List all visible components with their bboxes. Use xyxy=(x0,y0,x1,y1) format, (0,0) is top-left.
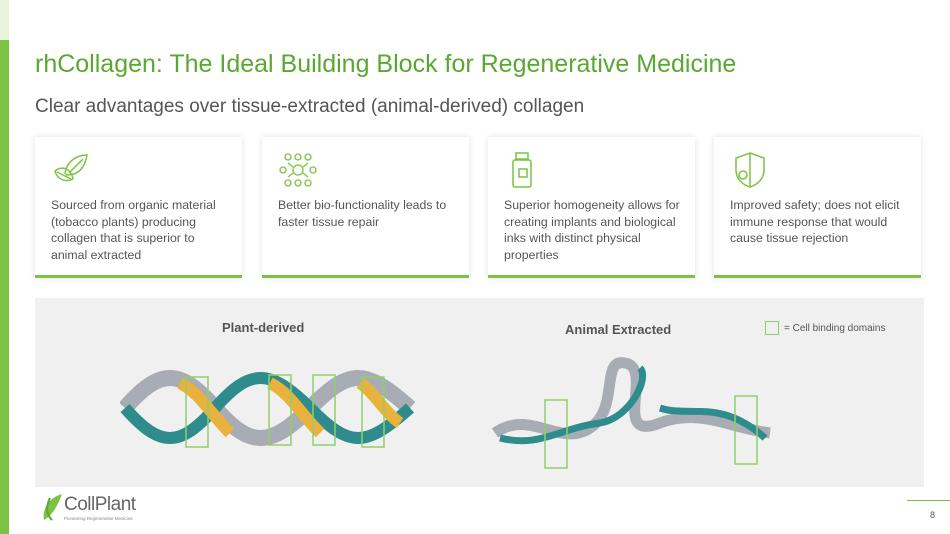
card-text: Superior homogeneity allows for creating… xyxy=(504,198,680,262)
logo-leaf-icon xyxy=(43,494,62,521)
page-number: 8 xyxy=(930,510,936,520)
leaf-icon xyxy=(54,154,88,182)
plant-derived-label: Plant-derived xyxy=(222,320,305,335)
card-text: Sourced from organic material (tobacco p… xyxy=(51,198,216,262)
card-sourcing: Sourced from organic material (tobacco p… xyxy=(35,137,242,278)
accent-bar xyxy=(0,0,9,534)
comparison-panel: Plant-derived Animal Extracted = Cell bi… xyxy=(35,298,924,487)
legend-box-icon xyxy=(765,321,779,335)
legend-text: = Cell binding domains xyxy=(784,322,886,334)
animal-extracted-label: Animal Extracted xyxy=(565,322,672,337)
card-text: Better bio-functionality leads to faster… xyxy=(278,198,447,229)
footer-divider xyxy=(907,500,950,501)
card-biofunctionality: Better bio-functionality leads to faster… xyxy=(262,137,469,278)
collplant-logo: CollPlant Pioneering Regenerative Medici… xyxy=(40,492,136,522)
cells-icon xyxy=(279,153,317,187)
slide-title: rhCollagen: The Ideal Building Block for… xyxy=(35,50,737,78)
card-safety: Improved safety; does not elicit immune … xyxy=(714,137,921,278)
card-text: Improved safety; does not elicit immune … xyxy=(730,198,900,245)
slide-subtitle: Clear advantages over tissue-extracted (… xyxy=(35,96,585,117)
logo-tagline: Pioneering Regenerative Medicine xyxy=(64,515,133,521)
legend: = Cell binding domains xyxy=(765,321,885,335)
bottle-icon xyxy=(512,152,532,188)
card-homogeneity: Superior homogeneity allows for creating… xyxy=(488,137,695,278)
animal-collagen-helix-image xyxy=(491,357,771,469)
shield-gear-icon xyxy=(735,152,765,188)
logo-name: CollPlant xyxy=(64,493,136,515)
plant-collagen-helix-image xyxy=(120,370,416,448)
